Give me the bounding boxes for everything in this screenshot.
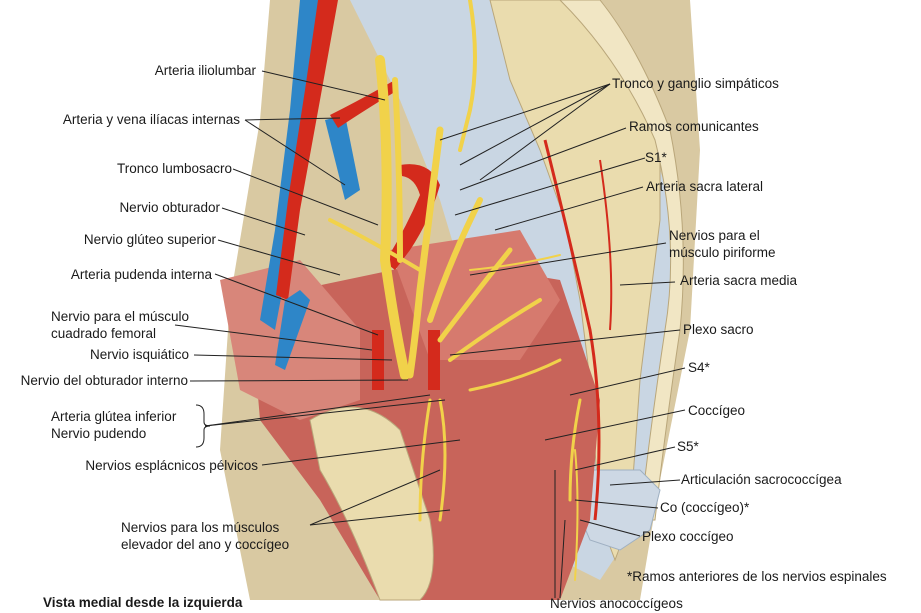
internal-iliac-artery	[276, 0, 338, 300]
label-coccigeo: Coccígeo	[688, 403, 746, 418]
label-nervios-piriforme-1: Nervios para el	[669, 228, 760, 243]
label-nervios-esplacnicos: Nervios esplácnicos pélvicos	[85, 458, 258, 473]
label-arteria-sacra-media: Arteria sacra media	[680, 273, 798, 288]
label-arteria-sacra-lateral: Arteria sacra lateral	[646, 179, 764, 194]
label-arteria-glutea-inferior: Arteria glútea inferior	[51, 409, 177, 424]
label-nervio-obturador-interno: Nervio del obturador interno	[20, 373, 188, 388]
label-s4: S4*	[688, 360, 710, 375]
label-plexo-coccigeo: Plexo coccígeo	[642, 529, 734, 544]
label-nervio-isquiatico: Nervio isquiático	[89, 347, 189, 362]
label-nervio-cuadrado-femoral-2: cuadrado femoral	[51, 326, 157, 341]
label-tronco-ganglio: Tronco y ganglio simpáticos	[612, 76, 779, 91]
figure-footnote: *Ramos anteriores de los nervios espinal…	[627, 569, 887, 584]
label-arteria-vena-iliacas: Arteria y vena ilíacas internas	[62, 112, 240, 127]
label-brace	[195, 404, 211, 448]
vertebral-edge	[559, 0, 684, 521]
label-s1: S1*	[645, 150, 667, 165]
figure-caption: Vista medial desde la izquierda	[43, 595, 243, 610]
label-nervio-pudendo: Nervio pudendo	[51, 426, 147, 441]
obturator-vein	[275, 290, 310, 370]
label-arteria-pudenda-interna: Arteria pudenda interna	[70, 267, 212, 282]
leader-lines	[174, 70, 686, 599]
label-nervio-cuadrado-femoral-1: Nervio para el músculo	[51, 309, 190, 324]
sacral-plexus-nerves	[328, 0, 582, 581]
label-co: Co (coccígeo)*	[660, 500, 750, 515]
label-tronco-lumbosacro: Tronco lumbosacro	[116, 161, 232, 176]
label-s5: S5*	[677, 439, 699, 454]
label-nervio-obturador: Nervio obturador	[119, 200, 220, 215]
label-nervios-anococcigeos: Nervios anococcígeos	[550, 596, 683, 611]
internal-iliac-vein	[325, 115, 360, 200]
label-plexo-sacro: Plexo sacro	[683, 322, 754, 337]
label-articulacion-sacrococcigea: Articulación sacrococcígea	[681, 472, 842, 487]
lateral-sacral-artery	[543, 139, 601, 521]
label-nervio-gluteo-superior: Nervio glúteo superior	[83, 232, 216, 247]
gluteal-inferior-artery	[428, 330, 440, 390]
label-nervios-elevador-2: elevador del ano y coccígeo	[121, 537, 290, 552]
label-ramos-comunicantes: Ramos comunicantes	[629, 119, 759, 134]
label-arteria-iliolumbar: Arteria iliolumbar	[154, 63, 256, 78]
label-nervios-elevador-1: Nervios para los músculos	[121, 520, 280, 535]
label-nervios-piriforme-2: músculo piriforme	[669, 245, 776, 260]
